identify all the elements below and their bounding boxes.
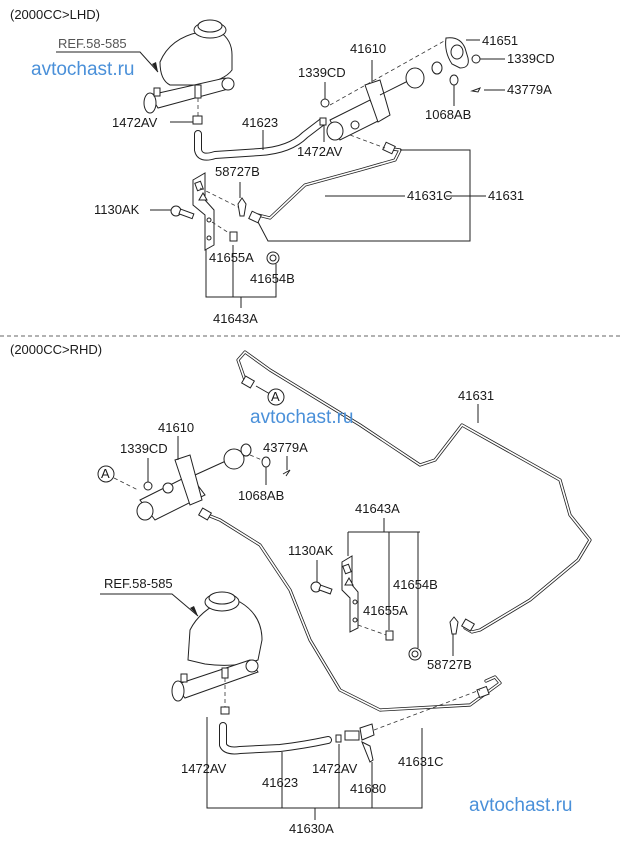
label-41610: 41610 <box>158 420 195 435</box>
label-1472av: 1472AV <box>181 761 227 776</box>
label-41655a: 41655A <box>209 250 254 265</box>
lhd-master-cylinder <box>326 61 443 141</box>
label-1339cd: 1339CD <box>298 65 346 80</box>
rhd-bracket <box>341 555 359 633</box>
rhd-section-title: (2000CC>RHD) <box>10 342 103 357</box>
watermark: avtochast.ru <box>250 407 354 428</box>
callout-a: A <box>271 389 280 404</box>
label-1472av: 1472AV <box>297 144 343 159</box>
label-58727b: 58727B <box>215 164 260 179</box>
lhd-section-title: (2000CC>LHD) <box>10 7 100 22</box>
label-1472av: 1472AV <box>112 115 158 130</box>
label-41643a: 41643A <box>355 501 400 516</box>
label-41631: 41631 <box>458 388 495 403</box>
lhd-ref-label: REF.58-585 <box>58 36 127 51</box>
label-1339cd: 1339CD <box>507 51 555 66</box>
label-43779a: 43779A <box>507 82 552 97</box>
rhd-reservoir <box>171 591 263 702</box>
lhd-section <box>56 19 505 308</box>
label-1130ak: 1130AK <box>288 543 334 558</box>
rhd-section <box>97 350 592 820</box>
label-41610: 41610 <box>350 41 387 56</box>
label-41631c: 41631C <box>407 188 453 203</box>
label-1339cd: 1339CD <box>120 441 168 456</box>
label-41631: 41631 <box>488 188 525 203</box>
lhd-ref-leader <box>56 51 159 73</box>
lhd-bracket <box>192 172 215 251</box>
label-1472av: 1472AV <box>312 761 358 776</box>
label-41623: 41623 <box>262 775 299 790</box>
label-41630a: 41630A <box>289 821 334 836</box>
label-41680: 41680 <box>350 781 387 796</box>
watermark: avtochast.ru <box>31 59 135 80</box>
label-41655a: 41655A <box>363 603 408 618</box>
label-41631c: 41631C <box>398 754 444 769</box>
label-1068ab: 1068AB <box>425 107 472 122</box>
label-41654b: 41654B <box>393 577 438 592</box>
lhd-reservoir <box>143 19 235 114</box>
label-43779a: 43779A <box>263 440 308 455</box>
label-58727b: 58727B <box>427 657 472 672</box>
label-41623: 41623 <box>242 115 279 130</box>
label-41651: 41651 <box>482 33 519 48</box>
callout-a: A <box>101 466 110 481</box>
watermark: avtochast.ru <box>469 795 573 816</box>
rhd-callout-a-top <box>267 388 285 406</box>
rhd-callout-a-left <box>97 465 115 483</box>
rhd-ref-label: REF.58-585 <box>104 576 173 591</box>
label-1068ab: 1068AB <box>238 488 285 503</box>
label-1130ak: 1130AK <box>94 202 140 217</box>
label-41654b: 41654B <box>250 271 295 286</box>
lhd-clamp-1 <box>192 115 203 125</box>
rhd-master-cylinder <box>136 443 252 521</box>
label-41643a: 41643A <box>213 311 258 326</box>
rhd-ref-leader <box>100 593 199 617</box>
